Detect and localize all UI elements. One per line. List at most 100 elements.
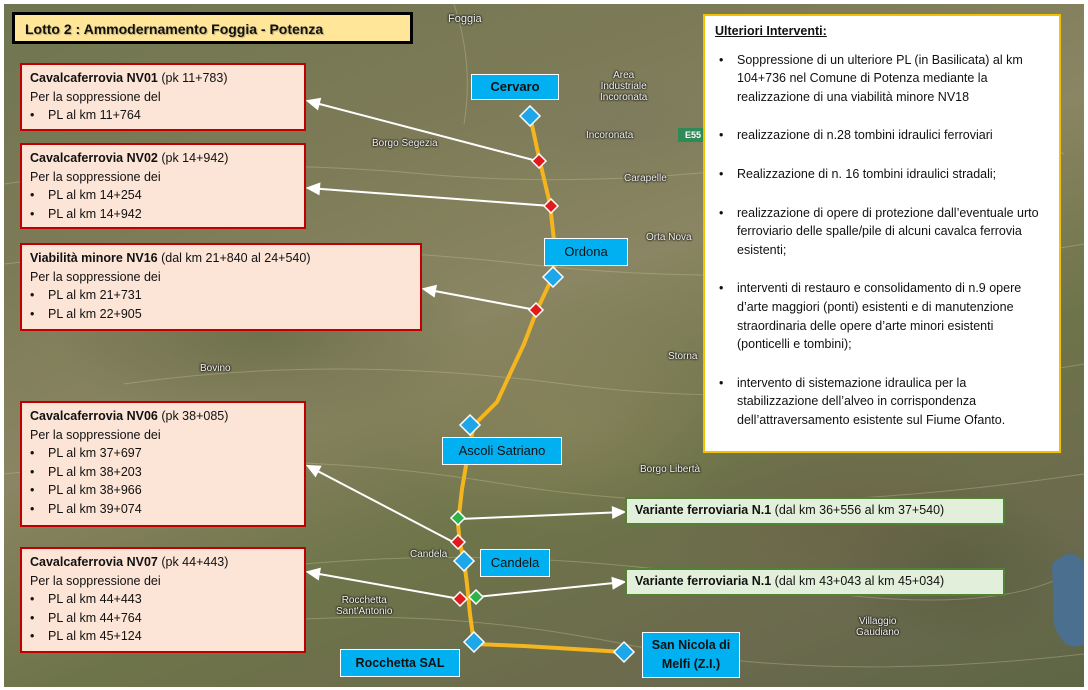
arrow-nv16 [423, 288, 537, 311]
intervention-heading: Cavalcaferrovia NV01 (pk 11+783) [30, 69, 296, 88]
arrow-head [305, 464, 322, 478]
pl-item: PL al km 22+905 [30, 305, 412, 324]
place-foggia: Foggia [448, 14, 482, 25]
place-borgo-liberta: Borgo Libertà [640, 464, 700, 475]
intervention-title: Cavalcaferrovia NV01 [30, 71, 158, 85]
intervention-detail: (pk 38+085) [161, 409, 229, 423]
station-marker [541, 265, 565, 289]
level-crossing-marker [542, 197, 560, 215]
level-crossing-marker [530, 152, 548, 170]
level-crossing-marker [449, 533, 467, 551]
intervention-heading: Viabilità minore NV16 (dal km 21+840 al … [30, 249, 412, 268]
place-rocchetta: Rocchetta Sant'Antonio [336, 595, 392, 617]
place-label: Borgo Libertà [640, 464, 701, 475]
lake [1052, 554, 1084, 647]
intervention-detail: (pk 44+443) [161, 555, 229, 569]
arrow-head [421, 284, 438, 298]
intervention-intro: Per la soppressione del [30, 89, 161, 104]
station-marker [518, 104, 542, 128]
pl-item: PL al km 44+764 [30, 609, 296, 628]
place-label: Villaggio Gaudiano [856, 616, 900, 638]
intervention-box-nv02: Cavalcaferrovia NV02 (pk 14+942) Per la … [20, 143, 306, 229]
intervention-title: Viabilità minore NV16 [30, 251, 158, 265]
variant-marker [467, 588, 485, 606]
further-item: realizzazione di n.28 tombini idraulici … [715, 126, 1049, 145]
pl-item: PL al km 39+074 [30, 500, 296, 519]
place-candela: Candela [410, 549, 447, 560]
intervention-box-nv07: Cavalcaferrovia NV07 (pk 44+443) Per la … [20, 547, 306, 653]
station-marker [452, 549, 476, 573]
arrow-head [611, 576, 627, 590]
station-label: Candela [490, 555, 540, 570]
station-marker [612, 640, 636, 664]
station-label: Ascoli Satriano [458, 443, 546, 458]
station-label: Ordona [564, 244, 608, 259]
variant-detail: (dal km 43+043 al km 45+034) [774, 574, 945, 588]
place-orta-nova: Orta Nova [646, 232, 692, 243]
further-interventions-list: Soppressione di un ulteriore PL (in Basi… [715, 51, 1049, 430]
page-title: Lotto 2 : Ammodernamento Foggia - Potenz… [12, 12, 413, 44]
level-crossing-marker [451, 590, 469, 608]
station-ascoli-satriano: Ascoli Satriano [442, 437, 562, 465]
intervention-intro: Per la soppressione dei [30, 573, 161, 588]
station-san-nicola-di-melfi: San Nicola di Melfi (Z.I.) [642, 632, 740, 678]
further-item: Soppressione di un ulteriore PL (in Basi… [715, 51, 1049, 107]
intervention-heading: Cavalcaferrovia NV02 (pk 14+942) [30, 149, 296, 168]
intervention-title: Cavalcaferrovia NV02 [30, 151, 158, 165]
variant-marker [449, 509, 467, 527]
arrow-variant-2 [475, 581, 625, 598]
place-label: Bovino [200, 363, 231, 374]
place-label: Foggia [448, 13, 482, 25]
place-label: Borgo Segezia [372, 138, 438, 149]
pl-item: PL al km 21+731 [30, 286, 412, 305]
callout-arrows [305, 97, 627, 600]
station-rocchetta-sal: Rocchetta SAL [340, 649, 460, 677]
intervention-intro: Per la soppressione dei [30, 427, 161, 442]
pl-list: PL al km 37+697 PL al km 38+203 PL al km… [30, 444, 296, 518]
variant-box-2: Variante ferroviaria N.1 (dal km 43+043 … [625, 568, 1005, 596]
intervention-intro: Per la soppressione dei [30, 269, 161, 284]
place-label: Orta Nova [646, 232, 692, 243]
variant-title: Variante ferroviaria N.1 [635, 574, 772, 588]
station-candela: Candela [480, 549, 550, 577]
intervention-box-nv06: Cavalcaferrovia NV06 (pk 38+085) Per la … [20, 401, 306, 527]
place-stornara: Storna [668, 351, 697, 362]
page-title-text: Lotto 2 : Ammodernamento Foggia - Potenz… [25, 21, 324, 37]
station-label: Cervaro [490, 79, 540, 94]
pl-item: PL al km 37+697 [30, 444, 296, 463]
pl-item: PL al km 38+203 [30, 463, 296, 482]
pl-item: PL al km 14+254 [30, 186, 296, 205]
arrow-head [305, 97, 322, 111]
pl-list: PL al km 21+731 PL al km 22+905 [30, 286, 412, 323]
arrow-variant-1 [459, 511, 625, 520]
arrow-nv06 [307, 465, 456, 544]
further-item: interventi di restauro e consolidamento … [715, 279, 1049, 353]
further-interventions-panel: Ulteriori Interventi: Soppressione di un… [703, 14, 1061, 453]
arrow-nv01 [307, 100, 538, 162]
intervention-box-nv01: Cavalcaferrovia NV01 (pk 11+783) Per la … [20, 63, 306, 131]
variant-title: Variante ferroviaria N.1 [635, 503, 772, 517]
further-item: realizzazione di opere di protezione dal… [715, 204, 1049, 260]
arrow-nv07 [307, 571, 461, 600]
intervention-heading: Cavalcaferrovia NV07 (pk 44+443) [30, 553, 296, 572]
further-item: Realizzazione di n. 16 tombini idraulici… [715, 165, 1049, 184]
intervention-heading: Cavalcaferrovia NV06 (pk 38+085) [30, 407, 296, 426]
place-label: Carapelle [624, 173, 667, 184]
pl-item: PL al km 44+443 [30, 590, 296, 609]
place-borgo-segezia: Borgo Segezia [372, 138, 438, 149]
intervention-detail: (dal km 21+840 al 24+540) [161, 251, 311, 265]
arrow-head [305, 182, 321, 196]
pl-list: PL al km 11+764 [30, 106, 296, 125]
road-badge-label: E55 [684, 130, 701, 140]
intervention-detail: (pk 11+783) [161, 71, 228, 85]
map-area: Foggia Area Industriale Incoronata Incor… [4, 4, 1084, 687]
station-marker [458, 413, 482, 437]
intervention-intro: Per la soppressione dei [30, 169, 161, 184]
place-label: Incoronata [586, 130, 634, 141]
place-label: Candela [410, 549, 448, 560]
pl-item: PL al km 45+124 [30, 627, 296, 646]
place-area-industriale: Area Industriale Incoronata [600, 70, 647, 103]
place-label: Rocchetta Sant'Antonio [336, 595, 393, 617]
station-cervaro: Cervaro [471, 74, 559, 100]
further-interventions-title: Ulteriori Interventi: [715, 24, 827, 38]
